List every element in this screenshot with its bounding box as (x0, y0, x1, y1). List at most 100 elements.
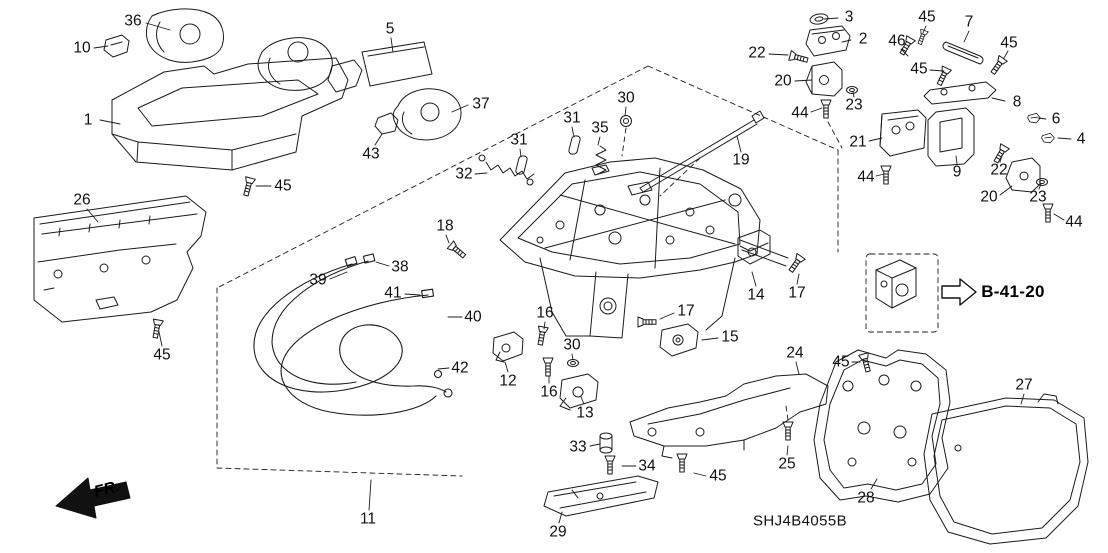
callout-39: 39 (309, 271, 327, 289)
callout-10: 10 (73, 39, 91, 57)
callout-19: 19 (732, 151, 750, 169)
callout-17: 17 (788, 284, 806, 302)
callout-16: 16 (540, 383, 558, 401)
part-10-clip (103, 34, 130, 58)
callout-22: 22 (748, 44, 766, 62)
callout-43: 43 (362, 145, 380, 163)
callout-46: 46 (888, 32, 906, 50)
callout-42: 42 (451, 359, 469, 377)
part-7-pin (942, 41, 984, 65)
callout-45: 45 (910, 60, 928, 78)
fr-arrow-icon (55, 477, 131, 519)
part-28-panel (813, 349, 951, 503)
callout-9: 9 (952, 163, 962, 181)
callout-40: 40 (464, 308, 482, 326)
part-21-bracket (879, 109, 927, 157)
callout-37: 37 (472, 95, 490, 113)
callout-45: 45 (274, 177, 292, 195)
callout-1: 1 (83, 111, 93, 129)
part-13-latch (559, 373, 599, 411)
callout-20: 20 (774, 72, 792, 90)
part-24-bracket (629, 373, 829, 459)
callout-34: 34 (638, 457, 656, 475)
part-8-plate (923, 81, 997, 105)
part-32-spring (478, 154, 535, 186)
part-30-ring-a (620, 115, 632, 127)
callout-31: 31 (510, 131, 528, 149)
callout-12: 12 (499, 372, 517, 390)
part-15-bracket (659, 323, 699, 357)
callout-18: 18 (436, 217, 454, 235)
part-29-bracket (543, 475, 659, 517)
part-20-bracket-b (1005, 157, 1041, 193)
callout-45: 45 (918, 8, 936, 26)
cables-39-40-41-42 (253, 253, 453, 416)
part-26-panel (33, 195, 207, 323)
part-43-clip (374, 112, 399, 135)
part-27-panel (923, 393, 1089, 545)
part-19-rod (639, 110, 765, 193)
reference-arrow-icon (941, 278, 977, 306)
part-36-cover (145, 8, 224, 63)
callout-38: 38 (391, 258, 409, 276)
part-31-pin-b (515, 155, 528, 175)
callout-2: 2 (858, 30, 868, 48)
callout-31: 31 (563, 109, 581, 127)
callout-45: 45 (832, 353, 850, 371)
callout-44: 44 (791, 104, 809, 122)
callout-35: 35 (591, 119, 609, 137)
main-frame (499, 157, 789, 339)
callout-7: 7 (964, 13, 974, 31)
dashed-assembly-region (216, 65, 843, 477)
callout-5: 5 (385, 20, 395, 38)
callout-45: 45 (153, 346, 171, 364)
callout-11: 11 (359, 510, 377, 528)
callout-6: 6 (1051, 110, 1061, 128)
callout-30: 30 (617, 89, 635, 107)
part-35-spring (595, 145, 607, 175)
callout-14: 14 (747, 286, 765, 304)
callout-29: 29 (549, 523, 567, 541)
callout-28: 28 (857, 489, 875, 507)
part-20-bracket-a (805, 61, 843, 97)
callout-8: 8 (1012, 93, 1022, 111)
callout-20: 20 (980, 188, 998, 206)
callout-44: 44 (1065, 213, 1083, 231)
callout-26: 26 (73, 191, 91, 209)
reference-label: B-41-20 (981, 282, 1045, 301)
callout-45: 45 (709, 467, 727, 485)
part-armrest-cover (257, 37, 363, 93)
part-2-bracket (805, 25, 851, 57)
reference-assembly (865, 253, 939, 333)
part-5-strip (361, 41, 433, 87)
callout-17: 17 (677, 302, 695, 320)
callout-25: 25 (778, 455, 796, 473)
callout-45: 45 (1000, 34, 1018, 52)
callout-44: 44 (857, 168, 875, 186)
callout-22: 22 (990, 161, 1008, 179)
callout-13: 13 (576, 404, 594, 422)
part-9-bracket (927, 107, 975, 167)
callout-33: 33 (569, 438, 587, 456)
callout-30: 30 (563, 336, 581, 354)
callout-4: 4 (1076, 130, 1086, 148)
part-37-cover (392, 88, 462, 141)
callout-15: 15 (721, 328, 739, 346)
callout-27: 27 (1015, 376, 1033, 394)
callout-41: 41 (384, 284, 402, 302)
part-14-bracket (737, 229, 771, 265)
callout-21: 21 (849, 133, 867, 151)
callout-32: 32 (455, 165, 473, 183)
part-3-clip (809, 13, 829, 25)
callout-3: 3 (844, 8, 854, 26)
part-33-damper (599, 432, 613, 454)
callout-16: 16 (536, 304, 554, 322)
part-12-bracket (492, 331, 524, 363)
callout-24: 24 (786, 344, 804, 362)
drawing-code: SHJ4B4055B (752, 512, 848, 530)
part-31-pin-a (568, 135, 581, 155)
callout-23: 23 (845, 96, 863, 114)
